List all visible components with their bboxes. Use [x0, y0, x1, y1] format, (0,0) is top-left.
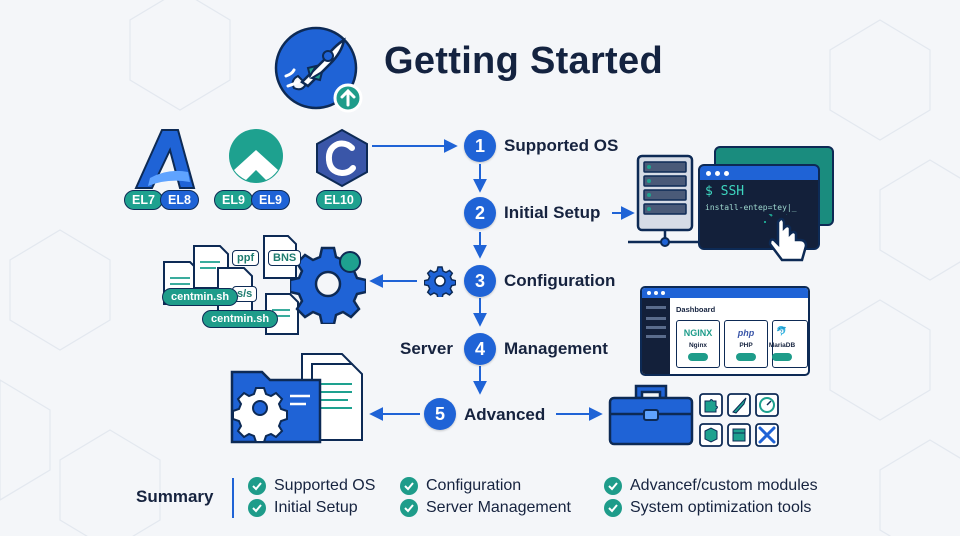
module-icons-grid: [698, 392, 782, 450]
terminal-titlebar: [700, 166, 818, 180]
step-4-prefix: Server: [400, 339, 453, 358]
file-tag-ppf: ppf: [232, 250, 260, 266]
os-badge-el10: EL10: [316, 190, 362, 210]
file-tag-bns: BNS: [268, 250, 302, 266]
advanced-folder: [226, 350, 366, 446]
summary-item-initial-setup: Initial Setup: [248, 499, 358, 517]
centos-stream-logo: [312, 128, 372, 188]
summary-item-optimization-tools: System optimization tools: [604, 499, 811, 517]
summary-item-label: Configuration: [426, 477, 522, 494]
puzzle-icon: [704, 399, 718, 413]
check-icon: [400, 477, 418, 495]
summary-item-label: Advancef/custom modules: [630, 477, 818, 494]
box-icon: [732, 428, 746, 442]
dashboard-card-nginx[interactable]: [676, 320, 720, 368]
server-icon: [628, 154, 704, 247]
php-label: PHP: [739, 342, 753, 349]
summary-item-custom-modules: Advancef/custom modules: [604, 477, 818, 495]
os-badge-el7: EL7: [124, 190, 163, 210]
cube-icon: [704, 427, 718, 443]
terminal-line: install-entep=tey|_: [705, 203, 797, 212]
summary-item-configuration: Configuration: [400, 477, 521, 495]
step-4-number: 4: [464, 333, 496, 365]
step-4-label: Management: [504, 339, 608, 358]
step-5-label: Advanced: [464, 405, 546, 424]
summary-item-server-management: Server Management: [400, 499, 571, 517]
hexagon-c-icon: [316, 128, 368, 188]
nginx-toggle[interactable]: [688, 353, 708, 361]
dashboard-card-mariadb[interactable]: [772, 320, 808, 368]
file-pill-centmin-2: centmin.sh: [202, 310, 279, 328]
dashboard-window: [640, 286, 810, 376]
step-1-label: Supported OS: [504, 136, 619, 155]
summary-item-label: Server Management: [426, 499, 571, 516]
summary-title: Summary: [136, 487, 214, 506]
terminal-window: [698, 164, 820, 250]
dashboard-title: Dashboard: [676, 305, 716, 314]
server-rack: [624, 150, 714, 250]
check-icon: [604, 477, 622, 495]
dashboard-sidebar: [642, 298, 670, 374]
file-pill-centmin-1: centmin.sh: [162, 288, 239, 306]
step-1-number: 1: [464, 130, 496, 162]
os-badge-el9: EL9: [251, 190, 290, 210]
step-2-label: Initial Setup: [504, 203, 601, 222]
check-icon: [604, 499, 622, 517]
php-logo: php: [737, 328, 755, 338]
check-icon: [248, 499, 266, 517]
rocket-icon: [274, 26, 363, 113]
check-icon: [248, 477, 266, 495]
rocket-logo: [272, 24, 364, 116]
step-2-number: 2: [464, 197, 496, 229]
dashboard-card-php[interactable]: [724, 320, 768, 368]
page-title: Getting Started: [384, 40, 663, 82]
wrench-icon: [758, 426, 776, 444]
step-5-number: 5: [424, 398, 456, 430]
pointer-hand-icon: [762, 209, 814, 273]
dashboard-titlebar: [642, 288, 808, 298]
almalinux-logo: [128, 126, 202, 216]
large-gear-icon: [288, 244, 368, 329]
os-badge-el9-rocky: EL9: [214, 190, 253, 210]
toolbox: [606, 380, 696, 450]
mariadb-toggle[interactable]: [772, 353, 792, 361]
mariadb-label: MariaDB: [768, 342, 796, 349]
summary-item-label: Supported OS: [274, 477, 376, 494]
step-3-label: Configuration: [504, 271, 616, 290]
mariadb-logo: 🐬: [776, 326, 788, 336]
alma-a-icon: [134, 129, 196, 189]
summary-item-supported-os: Supported OS: [248, 477, 375, 495]
mini-rocket-icon: [732, 397, 747, 414]
mini-gauge-icon: [759, 397, 775, 413]
php-toggle[interactable]: [736, 353, 756, 361]
os-badge-el8: EL8: [160, 190, 199, 210]
nginx-logo: NGINX: [683, 328, 713, 338]
summary-item-label: System optimization tools: [630, 499, 812, 516]
rocky-mountain-icon: [229, 129, 283, 183]
toolbox-icon: [608, 384, 694, 446]
check-icon: [400, 499, 418, 517]
summary-item-label: Initial Setup: [274, 499, 358, 516]
summary-divider: [232, 478, 234, 518]
folder-gear-icon: [230, 353, 363, 444]
step-3-number: 3: [464, 265, 496, 297]
terminal-command: $ SSH: [705, 184, 745, 199]
small-gear-icon: [423, 265, 457, 302]
rocky-logo: [226, 126, 286, 186]
nginx-label: Nginx: [688, 342, 708, 349]
